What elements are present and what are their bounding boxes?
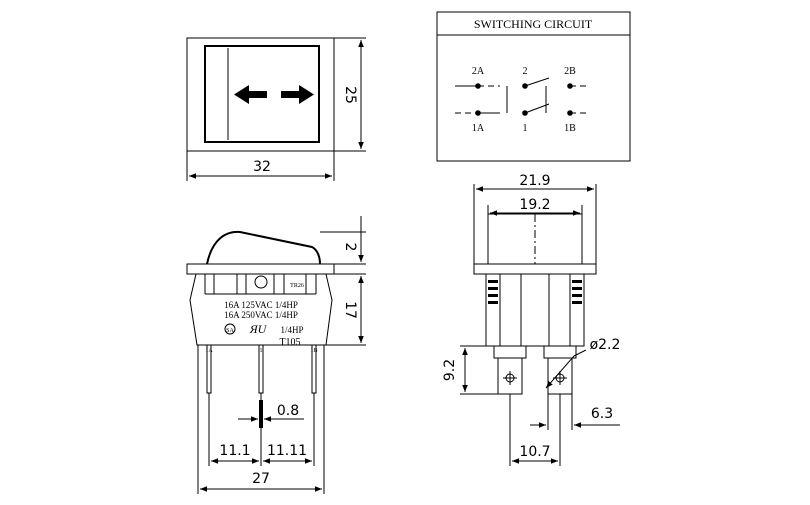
end-inner-width-label: 19.2 — [519, 197, 550, 213]
left-arrow-icon — [234, 85, 267, 104]
end-outer-width-label: 21.9 — [519, 173, 550, 189]
pin-section-mark — [259, 400, 263, 428]
top-height-label: 25 — [342, 86, 358, 104]
terminal-hole-label: ø2.2 — [590, 337, 621, 353]
terminal-1-dot — [522, 110, 528, 116]
circuit-title: SWITCHING CIRCUIT — [474, 17, 593, 31]
csa-logo-icon — [224, 323, 236, 335]
terminal-width-label: 6.3 — [591, 406, 613, 422]
end-bezel — [473, 263, 597, 275]
pin-thickness-label: 0.8 — [277, 403, 299, 419]
top-view: 32 25 — [186, 37, 366, 181]
top-outer-frame — [186, 37, 335, 152]
terminal-spacing-label: 10.7 — [519, 444, 550, 460]
csa-text: SA — [226, 328, 234, 334]
end-view: 21.9 19.2 ø2.2 9.2 6.3 10.7 — [442, 173, 620, 466]
side-width-label: 27 — [252, 471, 270, 487]
circuit-box — [436, 11, 631, 162]
side-pin-label-1: 1 — [260, 348, 263, 354]
body-height-label: 17 — [342, 301, 358, 319]
end-right-ribs — [572, 280, 582, 304]
upper-contact-blade — [524, 77, 550, 87]
terminal-1a-dot — [475, 110, 481, 116]
label-2: 2 — [523, 66, 528, 77]
lower-contact-blade — [524, 103, 550, 114]
pin-left-spacing-label: 11.1 — [219, 443, 250, 459]
rocker-height-label: 2 — [342, 243, 358, 252]
ul-hp-text: 1/4HP — [280, 325, 303, 335]
terminal-length-label: 9.2 — [442, 359, 458, 381]
rating-line-1: 16A 125VAC 1/4HP — [224, 300, 298, 310]
end-left-ribs — [488, 280, 498, 304]
model-text: T105 — [279, 337, 300, 348]
terminal-2b-dot — [567, 83, 573, 89]
side-view: TR26 16A 125VAC 1/4HP 16A 250VAC 1/4HP S… — [186, 216, 366, 494]
top-rocker-face — [204, 45, 320, 143]
terminal-1b-dot — [567, 110, 573, 116]
label-1b: 1B — [564, 123, 576, 134]
side-indicator-hole — [254, 275, 268, 289]
right-arrow-icon — [281, 85, 314, 104]
side-pin-label-1b: 1B — [310, 348, 317, 354]
body-code: TR26 — [290, 283, 304, 289]
terminal-2-dot — [522, 83, 528, 89]
side-bezel — [186, 263, 335, 275]
label-1: 1 — [523, 123, 528, 134]
pin-right-spacing-label: 11.11 — [267, 443, 307, 459]
top-width-label: 32 — [253, 159, 271, 175]
label-2a: 2A — [472, 66, 485, 77]
end-body — [485, 273, 585, 347]
side-rocker — [206, 230, 321, 265]
ul-logo-icon: ЯU — [249, 322, 268, 336]
switching-circuit: SWITCHING CIRCUIT 2A 2 2B 1A 1 1B — [436, 11, 631, 162]
label-1a: 1A — [472, 123, 485, 134]
rating-line-2: 16A 250VAC 1/4HP — [224, 310, 298, 320]
terminal-2a-dot — [475, 83, 481, 89]
label-2b: 2B — [564, 66, 576, 77]
side-pin-label-1a: 1A — [205, 348, 213, 354]
